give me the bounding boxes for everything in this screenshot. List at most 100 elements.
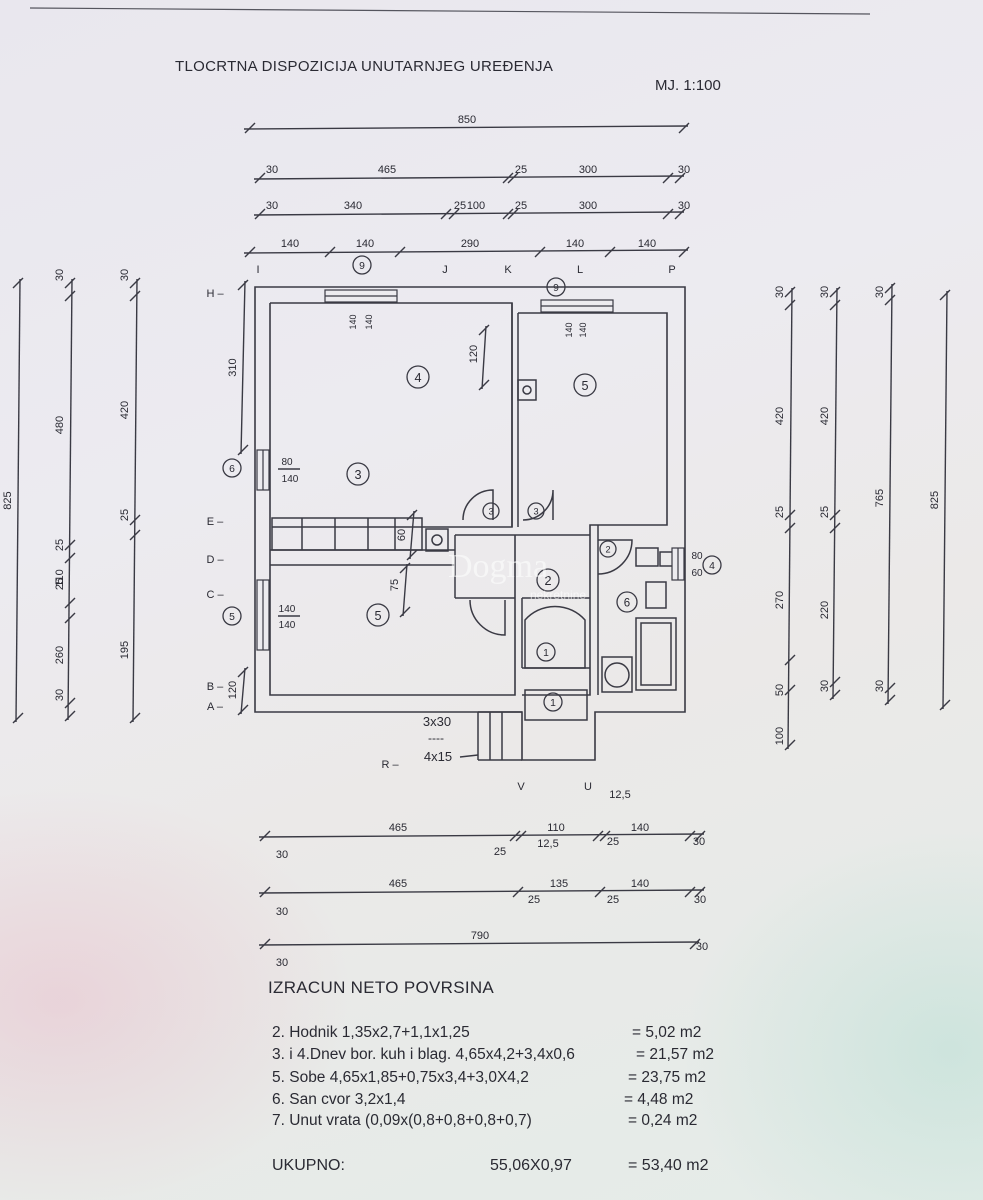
outer-walls — [254, 286, 686, 761]
stairs-leader — [459, 754, 479, 758]
bottom-dim-row1 — [258, 833, 705, 838]
bottom-dim-row1-label: 465 — [389, 822, 407, 834]
stairs-label: 4x15 — [424, 749, 452, 764]
left-dim-c — [132, 278, 138, 723]
dimension-tick — [829, 299, 841, 311]
axis-label-left: D – — [206, 554, 224, 566]
left-dim-b-label: 260 — [54, 646, 66, 664]
bottom-dim-row1-label: 25 — [607, 836, 619, 848]
window-dim: 140 — [564, 322, 574, 337]
dimension-tick — [324, 246, 336, 258]
right-dim-b-label: 420 — [819, 407, 831, 425]
dimension-tick — [592, 830, 604, 842]
top-dim-row2-label: 30 — [678, 164, 690, 176]
left-dim-a — [15, 278, 21, 723]
bottom-dim-row2-label: 135 — [550, 878, 568, 890]
dimension-tick — [237, 704, 249, 716]
room-5-circle — [573, 373, 597, 397]
area-row-result: = 0,24 m2 — [628, 1112, 698, 1129]
top-dim-row3 — [253, 211, 685, 216]
right-dim-c — [887, 283, 893, 705]
inner-dim-120 — [481, 325, 487, 390]
dimension-tick — [674, 172, 686, 184]
dimension-tick — [502, 172, 514, 184]
left-dim-b-label: 30 — [54, 689, 66, 701]
dimension-tick — [64, 539, 76, 551]
top-dim-row2-label: 465 — [378, 164, 396, 176]
dimension-tick — [406, 549, 418, 561]
axis-label-left: H – — [206, 288, 224, 300]
inner-dim-60 — [409, 510, 415, 560]
top-dim-row2 — [253, 175, 685, 180]
door-2-circle — [599, 540, 617, 558]
right-dim-b-label: 25 — [819, 506, 831, 518]
dimension-tick — [448, 208, 460, 220]
drawing-title: TLOCRTNA DISPOZICIJA UNUTARNJEG UREĐENJA — [175, 58, 554, 75]
right-dim-d — [942, 290, 948, 710]
window-5-circle — [222, 606, 242, 626]
top-dim-row4-label: 290 — [461, 238, 479, 250]
right-dim-c-label: 30 — [874, 286, 886, 298]
room-5-label: 5 — [374, 609, 381, 623]
window-dim: 140 — [279, 620, 296, 631]
area-row-result: = 23,75 m2 — [628, 1069, 706, 1086]
dimension-tick — [784, 286, 796, 298]
window-9-label: 9 — [553, 283, 559, 294]
room-1-label: 1 — [550, 698, 556, 709]
interior-walls — [270, 303, 679, 761]
axis-label-left: C – — [206, 589, 224, 601]
dimension-tick — [502, 208, 514, 220]
left-dim-b-label: 480 — [54, 416, 66, 434]
window-dim: 140 — [279, 604, 296, 615]
top-dim-row4 — [243, 249, 689, 254]
room-4-circle — [406, 365, 430, 389]
dimension-tick — [829, 286, 841, 298]
left-dim-c-label: 25 — [119, 509, 131, 521]
right-dim-c-label: 30 — [874, 680, 886, 692]
window-9-label: 9 — [359, 261, 365, 272]
dimension-tick — [507, 208, 519, 220]
dimension-tick — [129, 277, 141, 289]
bottom-dim-row3 — [258, 941, 700, 946]
inner-dim-120-label: 120 — [468, 345, 480, 363]
left-dim-c-label: 420 — [119, 401, 131, 419]
window-6-circle — [222, 458, 242, 478]
dimension-tick — [784, 299, 796, 311]
area-row-result: = 5,02 m2 — [632, 1024, 702, 1041]
left-dim-c-label: 30 — [119, 269, 131, 281]
top-dim-row2-label: 300 — [579, 164, 597, 176]
dimension-tick — [678, 246, 690, 258]
top-dim-row3-label: 300 — [579, 200, 597, 212]
bottom-dim-row1-label: 30 — [693, 836, 705, 848]
dimension-tick — [129, 290, 141, 302]
dimension-tick — [784, 654, 796, 666]
axis-label-top: J — [442, 264, 448, 276]
dimension-tick — [509, 830, 521, 842]
room-6-label: 6 — [624, 598, 630, 610]
dimension-tick — [254, 172, 266, 184]
area-calc-title: IZRACUN NETO POVRSINA — [268, 978, 495, 997]
inner-dim-310-label: 310 — [227, 358, 239, 376]
left-dim-a-label: 825 — [2, 491, 14, 509]
axis-label-bottom: U — [584, 781, 592, 793]
area-row-label: 2. Hodnik 1,35x2,7+1,1x1,25 — [272, 1024, 470, 1041]
dimension-tick — [64, 697, 76, 709]
top-dim-overall-label: 850 — [458, 114, 476, 126]
dimension-tick — [829, 522, 841, 534]
axis-label-left: E – — [207, 516, 224, 528]
dimension-tick — [512, 886, 524, 898]
door-3-label: 3 — [488, 507, 493, 517]
left-dim-c-label: 195 — [119, 641, 131, 659]
room-1-label: 1 — [543, 648, 549, 659]
top-dim-row4-label: 140 — [638, 238, 656, 250]
dimension-tick — [784, 739, 796, 751]
top-dim-row3-label: 30 — [266, 200, 278, 212]
door-3-label: 3 — [533, 507, 538, 517]
dimension-tick — [254, 208, 266, 220]
axis-label-r: R – — [381, 759, 399, 771]
dimension-tick — [694, 830, 706, 842]
right-dim-b-label: 30 — [819, 680, 831, 692]
bottom-dim-row2 — [258, 889, 705, 894]
dimension-tick — [12, 712, 24, 724]
dimension-tick — [689, 938, 701, 950]
